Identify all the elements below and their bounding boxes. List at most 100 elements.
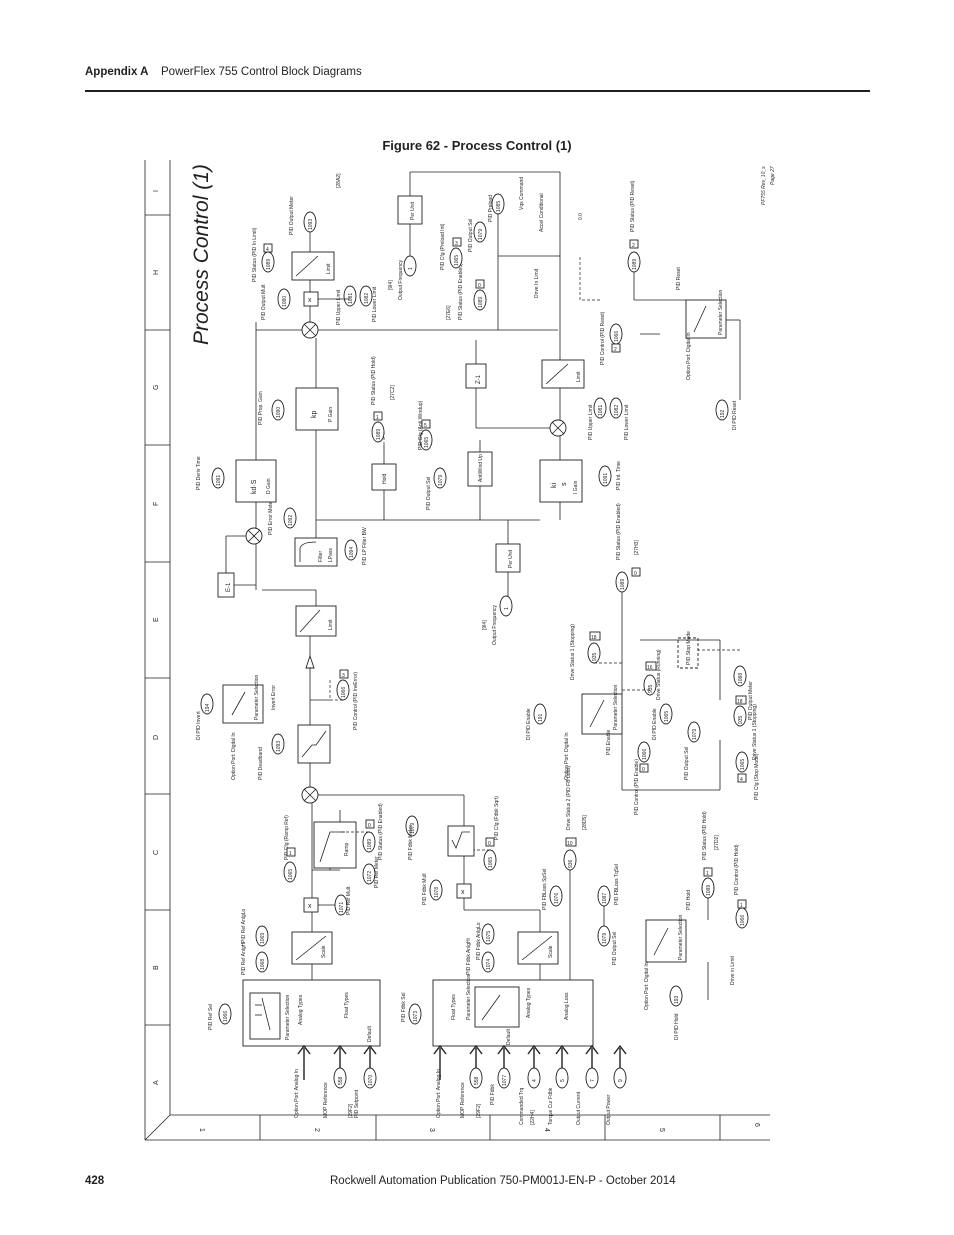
error-meter-label: PID Error Meter bbox=[268, 500, 274, 535]
svg-text:1091: 1091 bbox=[216, 475, 222, 486]
integrator-limit-block: Limit bbox=[541, 359, 585, 389]
per-unit-block-top: Per Unit bbox=[397, 195, 423, 225]
status-hold-top: PID Status (PID Hold) bbox=[371, 356, 377, 405]
status-enabled-label: PID Status (PID Enabled) bbox=[378, 803, 384, 860]
param-1068-bubble: 1068 bbox=[255, 951, 269, 973]
zero-value: 0.0 bbox=[578, 213, 584, 220]
fdbk-mult-block: x bbox=[456, 883, 472, 899]
di-pid-invert-label: DI PID Invert bbox=[196, 711, 202, 740]
svg-text:x: x bbox=[461, 889, 465, 896]
drive-status2: Drive Status 2 (PID FB Loss) bbox=[566, 765, 572, 830]
ref-22h4: [22H4] bbox=[530, 1110, 536, 1125]
drive-status1-stopping2: Drive Status 1 (Stopping) bbox=[752, 704, 758, 760]
param-1065-bubble: 1065 1 bbox=[283, 847, 297, 883]
pid-fdbk-sel-label: PID Fdbk Sel bbox=[401, 993, 407, 1022]
param-1066-bubble: 1066 bbox=[218, 1003, 232, 1025]
col-label-1: 1 bbox=[198, 1128, 205, 1132]
control-dashed-lines bbox=[329, 256, 740, 851]
cfg-stop-mode: PID Cfg (Stop Mode) bbox=[754, 753, 760, 800]
status-hold-label: PID Status (PID Hold) bbox=[702, 811, 708, 860]
svg-text:1089: 1089 bbox=[478, 297, 484, 308]
svg-text:Per Unit: Per Unit bbox=[508, 549, 514, 568]
e-inverse-block: E-1 bbox=[217, 572, 235, 598]
svg-text:E-1: E-1 bbox=[226, 582, 232, 592]
page-number: 428 bbox=[85, 1175, 105, 1187]
di-pid-enable2: DI PID Enable bbox=[652, 708, 658, 740]
preload-output-sel: PID Output Sel bbox=[468, 219, 474, 252]
drive-status1-stopping: Drive Status 1 (Stopping) bbox=[570, 624, 576, 680]
svg-text:Z-1: Z-1 bbox=[476, 374, 482, 384]
publication-info: Rockwell Automation Publication 750-PM00… bbox=[330, 1175, 676, 1187]
fdbk-default: Default bbox=[506, 1029, 512, 1045]
svg-text:Parameter Selection: Parameter Selection bbox=[254, 674, 260, 720]
fdbk-29f2: [29F2] bbox=[476, 1103, 482, 1118]
svg-text:Parameter Selection: Parameter Selection bbox=[613, 684, 619, 730]
output-meter-label: PID Output Meter bbox=[289, 196, 295, 235]
header-title: PowerFlex 755 Control Block Diagrams bbox=[161, 66, 362, 78]
svg-text:1075: 1075 bbox=[486, 931, 492, 942]
svg-text:1076: 1076 bbox=[554, 893, 560, 904]
param-1081-bubble: 1081 bbox=[343, 285, 357, 307]
svg-text:1068: 1068 bbox=[260, 959, 266, 970]
svg-text:1093: 1093 bbox=[308, 219, 314, 230]
param-1089-reset-bubble: 1089 2 bbox=[627, 239, 641, 273]
stop-mode-box: PID Stop Mode bbox=[677, 631, 699, 669]
svg-text:936: 936 bbox=[568, 859, 574, 868]
output-current: Output Current bbox=[576, 1091, 582, 1125]
row-label-f: F bbox=[153, 502, 160, 506]
aw-output-sel: PID Output Sel bbox=[426, 477, 432, 510]
ref-mult-label: PID Ref Mult bbox=[346, 886, 352, 915]
svg-text:0: 0 bbox=[488, 841, 491, 847]
svg-text:1092: 1092 bbox=[288, 515, 294, 526]
svg-text:1094: 1094 bbox=[349, 547, 355, 558]
svg-text:1065: 1065 bbox=[488, 857, 494, 868]
svg-text:16: 16 bbox=[647, 665, 653, 671]
fdbk-meter-label: PID Fdbk Meter bbox=[408, 825, 414, 860]
ref-9i4-top: [9I4] bbox=[388, 280, 394, 290]
ref-27c2: [27C2] bbox=[390, 385, 396, 400]
svg-text:9: 9 bbox=[618, 1079, 624, 1082]
param-1073-bubble: 1073 bbox=[408, 1003, 422, 1025]
page-note: Page 27 bbox=[770, 166, 776, 185]
svg-text:Limit: Limit bbox=[576, 371, 582, 382]
output-freq-top: Output Frequency bbox=[398, 259, 404, 300]
svg-text:1071: 1071 bbox=[339, 902, 345, 913]
fdbk-mop: MOP Reference bbox=[460, 1082, 466, 1118]
param-1093-meter-bubble: 1093 bbox=[303, 211, 317, 233]
svg-text:Ramp: Ramp bbox=[344, 842, 350, 856]
fdbk-float-types: Float Types bbox=[451, 994, 457, 1020]
ref-scale-block: Scale bbox=[291, 931, 333, 965]
col-label-2: 2 bbox=[313, 1128, 320, 1132]
svg-text:Per Unit: Per Unit bbox=[410, 201, 416, 220]
enable-selector-block: Parameter Selection bbox=[581, 684, 623, 735]
fdbk-analog-loss: Analog Loss bbox=[564, 992, 570, 1020]
drive-status-running: Drive Status (Running) bbox=[656, 649, 662, 700]
param-1065-aw-bubble: 1065 5 bbox=[419, 419, 433, 451]
svg-text:P Gain: P Gain bbox=[328, 407, 334, 422]
row-label-c: C bbox=[153, 850, 160, 855]
param-1079-bubble: 1079 bbox=[405, 815, 419, 837]
svg-text:1065: 1065 bbox=[740, 759, 746, 770]
ref-27d2: [27D2] bbox=[714, 835, 720, 850]
svg-text:1074: 1074 bbox=[486, 959, 492, 970]
svg-text:1079: 1079 bbox=[478, 229, 484, 240]
reset-selector-block: Parameter Selection bbox=[685, 289, 727, 339]
output-power: Output Power bbox=[606, 1094, 612, 1125]
ref-option-port-label: Option Port: Analog In bbox=[294, 1069, 300, 1118]
fdbk-pid-fdbk: PID Fdbk bbox=[490, 1084, 496, 1105]
svg-text:1089: 1089 bbox=[706, 885, 712, 896]
param-935-stop-bubble: 935 18 bbox=[587, 631, 601, 664]
ref-setpoint-label: PID Setpoint bbox=[354, 1089, 360, 1118]
param-1090-bubble: 1090 bbox=[271, 399, 285, 421]
svg-text:1085: 1085 bbox=[496, 201, 502, 212]
svg-text:1080: 1080 bbox=[282, 296, 288, 307]
svg-text:558: 558 bbox=[338, 1076, 344, 1085]
param-1082-bubble: 1082 bbox=[359, 285, 373, 307]
int-time-label: PID Int. Time bbox=[616, 461, 622, 490]
fdbk-anlglo: PID Fdbk AnlgLo bbox=[476, 922, 482, 960]
svg-text:18: 18 bbox=[591, 635, 597, 641]
pid-ref-select-block: Parameter Selection Analog Types Float T… bbox=[242, 979, 381, 1047]
svg-text:1089: 1089 bbox=[376, 429, 382, 440]
param-1079-preload-bubble: 1079 bbox=[473, 221, 487, 243]
svg-text:1: 1 bbox=[376, 415, 379, 421]
